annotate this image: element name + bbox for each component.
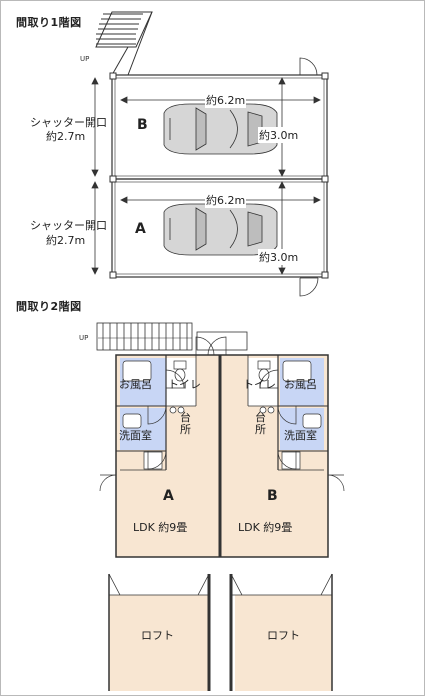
unit-a-washroom: 洗面室 (119, 429, 152, 442)
garage-walls (109, 72, 329, 279)
unit-b-kitchen-1: 台 (255, 411, 266, 424)
unit-b-letter: B (267, 488, 278, 504)
bay-b-shutter-label: シャッター開口 (30, 116, 107, 129)
loft-label-right: ロフト (267, 629, 300, 642)
doors-floor2 (99, 336, 345, 492)
unit-a-letter: A (163, 488, 174, 504)
unit-b-washroom: 洗面室 (284, 429, 317, 442)
bay-a-shutter-size: 約2.7m (46, 234, 86, 247)
bay-a-letter: A (135, 221, 146, 237)
bay-b-length: 約6.2m (205, 92, 247, 108)
bay-b-width: 約3.0m (258, 127, 300, 143)
bay-a-shutter-label: シャッター開口 (30, 219, 107, 232)
floor1-up-label: UP (80, 55, 90, 63)
car-bay-b (163, 103, 278, 155)
doors-floor1 (299, 57, 319, 297)
car-bay-a (163, 203, 278, 256)
unit-b-kitchen-2: 所 (255, 423, 266, 436)
dimensions-bay-b (91, 77, 321, 177)
stair-floor1 (95, 11, 153, 76)
bay-b-letter: B (137, 117, 148, 133)
unit-a-bath: お風呂 (119, 378, 152, 391)
unit-b-ldk: LDK 約9畳 (238, 521, 293, 534)
unit-b-toilet: トイレ (243, 378, 276, 391)
bay-a-length: 約6.2m (205, 192, 247, 208)
floor2-walls (115, 354, 329, 558)
unit-a-kitchen-1: 台 (180, 411, 191, 424)
floor1-title: 間取り1階図 (16, 16, 82, 29)
floor2-up-label: UP (79, 334, 89, 342)
unit-b-bath: お風呂 (284, 378, 317, 391)
fixtures-floor2 (122, 360, 322, 470)
bay-a-width: 約3.0m (258, 249, 300, 265)
unit-a-ldk: LDK 約9畳 (133, 521, 188, 534)
unit-a-toilet: トイレ (168, 378, 201, 391)
unit-a-kitchen-2: 所 (180, 423, 191, 436)
bay-b-shutter-size: 約2.7m (46, 130, 86, 143)
loft-area (108, 573, 333, 691)
stair-floor2 (96, 322, 248, 351)
floor2-title: 間取り2階図 (16, 300, 82, 313)
loft-label-left: ロフト (141, 629, 174, 642)
